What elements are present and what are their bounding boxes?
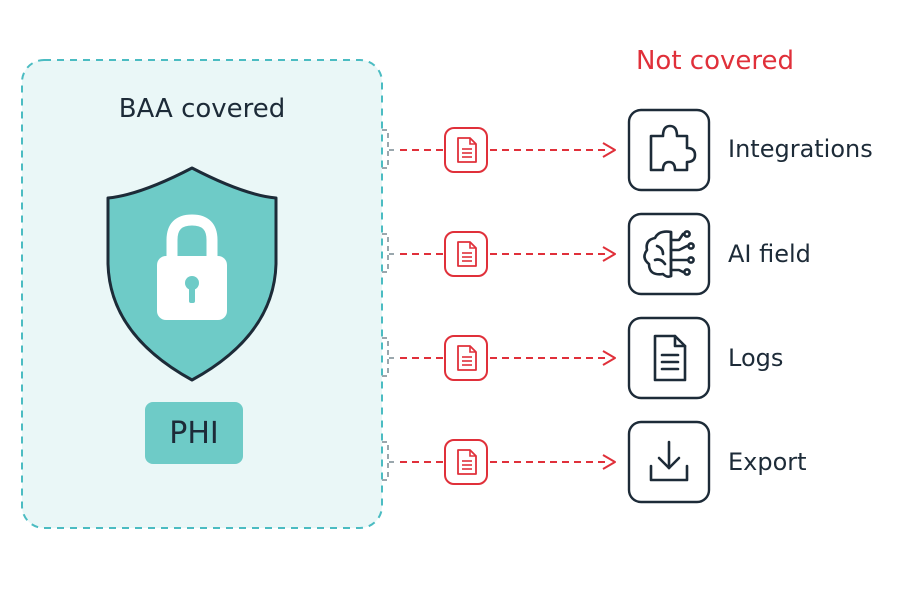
item-label-logs: Logs [728,344,784,372]
item-label-integrations: Integrations [728,135,873,163]
data-packet-icon [444,231,488,277]
data-packets [444,127,488,485]
not-covered-title: Not covered [635,46,795,76]
item-box [627,316,711,400]
document-icon [653,334,687,382]
connector-bracket [382,462,389,481]
phi-badge: PHI [145,402,243,464]
arrow-head [602,350,616,366]
connector-bracket [382,129,398,151]
connector-bracket [382,337,398,359]
download-icon [649,440,689,482]
data-packet-icon [444,335,488,381]
item-label-ai-field: AI field [728,240,811,268]
shield-lock-icon [106,166,278,382]
connector-bracket [382,441,398,463]
connector-bracket [382,150,389,169]
connectors [382,129,616,481]
connector-bracket [382,233,398,255]
data-packet-icon [444,439,488,485]
arrow-head [602,246,616,262]
data-packet-icon [444,127,488,173]
arrow-head [602,142,616,158]
baa-covered-title: BAA covered [118,94,286,124]
connector-bracket [382,358,389,377]
item-label-export: Export [728,448,807,476]
item-box [627,108,711,192]
item-box [627,212,711,296]
connector-bracket [382,254,389,273]
brain-circuit-icon [643,230,695,278]
not-covered-items [627,108,711,504]
arrow-head [602,454,616,470]
item-box [627,420,711,504]
puzzle-icon [649,124,697,172]
